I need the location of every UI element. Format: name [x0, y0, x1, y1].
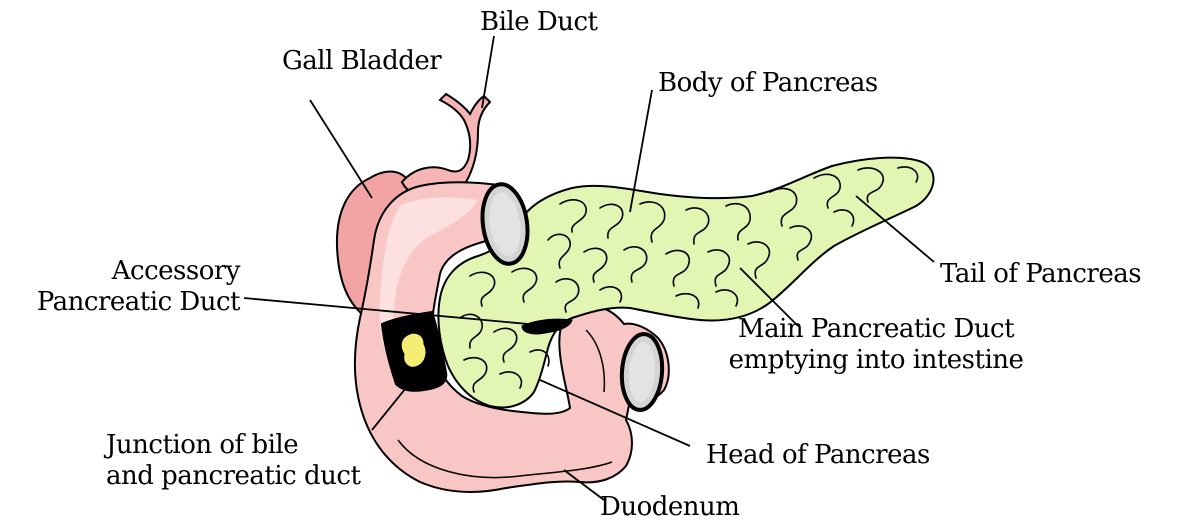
- label-junction-line2: and pancreatic duct: [106, 461, 360, 492]
- junction-spot: [401, 333, 426, 367]
- label-duodenum: Duodenum: [600, 492, 739, 523]
- label-junction: Junction of bile and pancreatic duct: [106, 430, 360, 492]
- label-head-of-pancreas: Head of Pancreas: [706, 440, 930, 471]
- label-main-duct: Main Pancreatic Duct emptying into intes…: [706, 314, 1046, 376]
- bile-duct-shape: [402, 94, 490, 193]
- leader-gall-bladder: [310, 100, 372, 198]
- label-bile-duct: Bile Duct: [480, 7, 598, 38]
- label-body-of-pancreas: Body of Pancreas: [658, 68, 878, 99]
- leader-bile-duct: [482, 36, 494, 108]
- label-accessory-duct: Accessory Pancreatic Duct: [8, 256, 240, 318]
- label-main-duct-line2: emptying into intestine: [706, 345, 1046, 376]
- label-main-duct-line1: Main Pancreatic Duct: [706, 314, 1046, 345]
- label-accessory-duct-line2: Pancreatic Duct: [8, 287, 240, 318]
- label-junction-line1: Junction of bile: [106, 430, 360, 461]
- label-tail-of-pancreas: Tail of Pancreas: [940, 259, 1141, 290]
- label-accessory-duct-line1: Accessory: [8, 256, 240, 287]
- label-gall-bladder: Gall Bladder: [282, 46, 441, 77]
